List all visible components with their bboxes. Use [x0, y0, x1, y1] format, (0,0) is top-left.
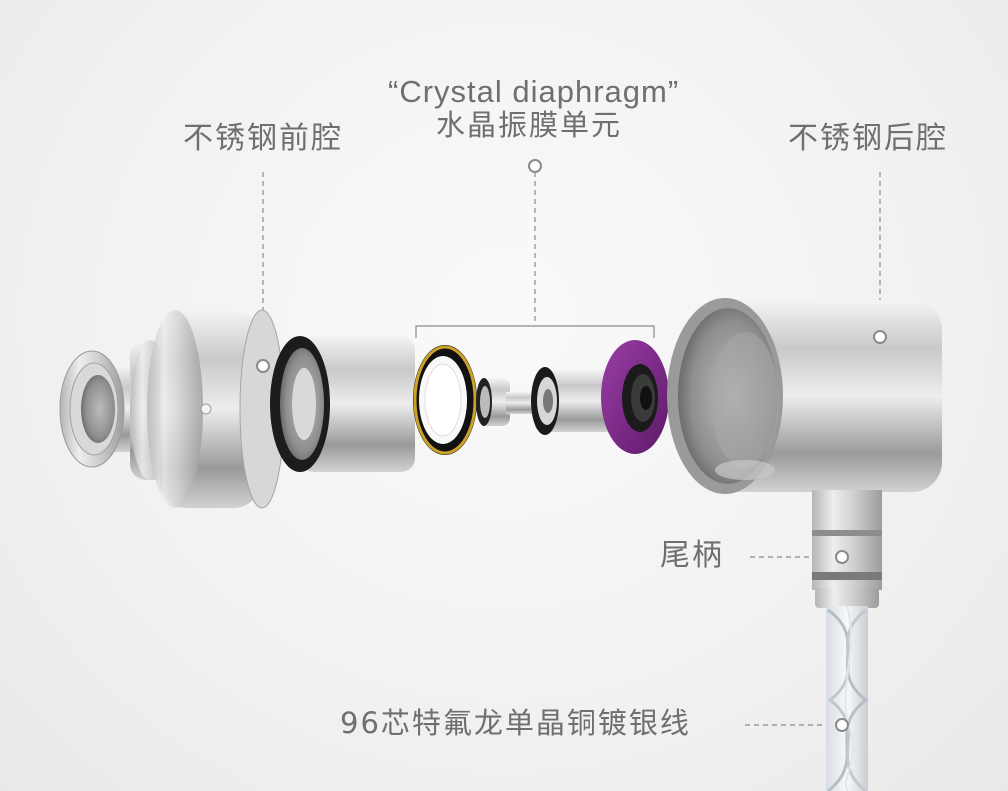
diaphragm-bracket — [415, 325, 655, 338]
front-cavity-part — [59, 309, 285, 509]
leader-dot-rear-cavity — [873, 330, 887, 344]
leader-dot-cable — [835, 718, 849, 732]
label-diaphragm-cn: 水晶振膜单元 — [436, 108, 623, 142]
rear-cavity-part — [667, 298, 942, 494]
voice-coil-assembly — [476, 367, 613, 435]
leader-dot-stem — [835, 550, 849, 564]
label-front-cavity: 不锈钢前腔 — [183, 121, 343, 156]
leader-dot-front-cavity — [256, 359, 270, 373]
label-stem: 尾柄 — [660, 538, 724, 573]
label-cable: 96芯特氟龙单晶铜镀银线 — [340, 706, 691, 740]
leader-dot-diaphragm — [528, 159, 542, 173]
label-diaphragm-en: “Crystal diaphragm” — [388, 74, 680, 109]
braided-cable — [826, 605, 869, 791]
stem-part — [812, 490, 882, 608]
front-housing-cylinder — [270, 336, 415, 472]
label-rear-cavity: 不锈钢后腔 — [788, 121, 948, 156]
crystal-diaphragm — [413, 345, 477, 455]
purple-damping-ring — [601, 340, 669, 454]
